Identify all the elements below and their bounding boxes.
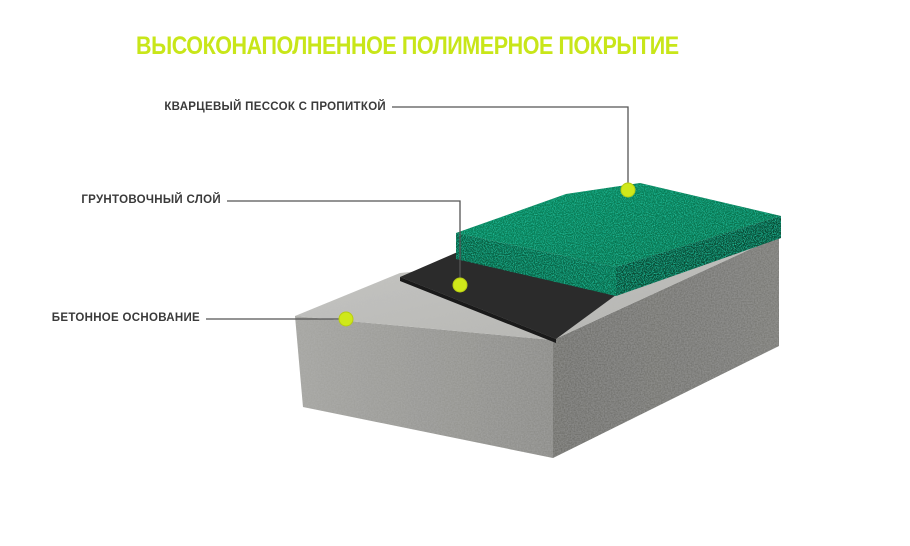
concrete-marker	[338, 311, 354, 327]
quartz-right-face	[616, 216, 781, 296]
quartz-marker	[620, 182, 636, 198]
primer-leader-line	[227, 200, 461, 285]
quartz-leader-line	[392, 106, 629, 190]
page-title: ВЫСОКОНАПОЛНЕННОЕ ПОЛИМЕРНОЕ ПОКРЫТИЕ	[136, 32, 679, 60]
quartz-front-face	[456, 233, 616, 296]
concrete-right-face	[553, 236, 779, 458]
primer-layer	[400, 251, 620, 343]
quartz-top-face	[456, 183, 781, 267]
markers	[338, 182, 636, 327]
primer-top-face	[400, 251, 620, 339]
quartz-sand-layer	[456, 183, 781, 296]
leader-lines	[206, 106, 629, 320]
concrete-base-label: БЕТОННОЕ ОСНОВАНИЕ	[51, 312, 200, 324]
primer-layer-label: ГРУНТОВОЧНЫЙ СЛОЙ	[81, 194, 221, 206]
primer-front-edge	[400, 277, 556, 343]
quartz-sand-label: КВАРЦЕВЫЙ ПЕССОК С ПРОПИТКОЙ	[164, 101, 386, 113]
concrete-front-face	[295, 316, 553, 458]
primer-marker	[452, 277, 468, 293]
